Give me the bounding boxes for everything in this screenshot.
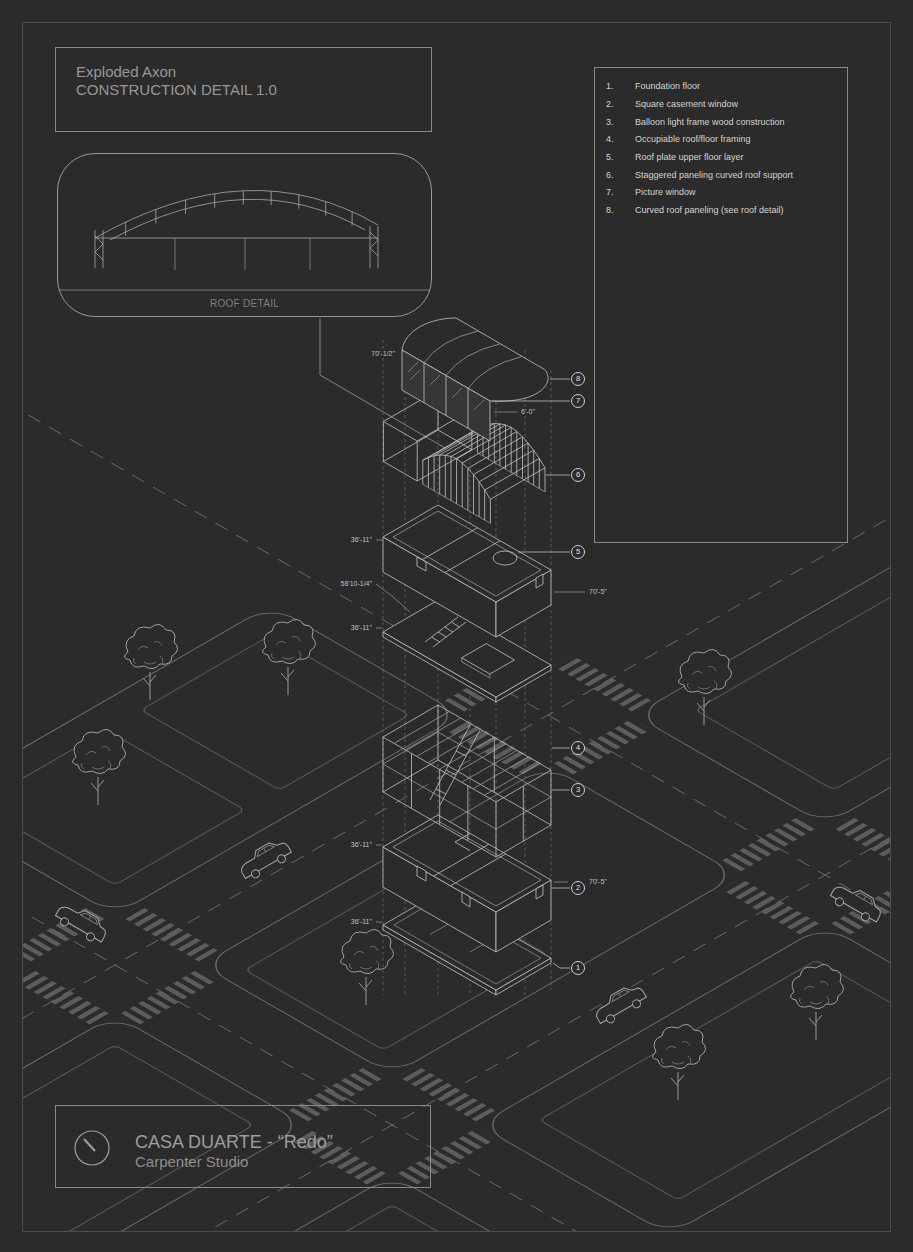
- trees: [72, 619, 843, 1100]
- dimension-label: 36'-11": [350, 624, 373, 632]
- project-logo: [75, 1131, 109, 1165]
- drawing-title-box: Exploded AxonCONSTRUCTION DETAIL 1.0: [55, 47, 432, 132]
- callout-number: 6: [576, 471, 580, 479]
- dimension-label: 36'-11": [350, 918, 373, 926]
- note-text: Foundation floor: [635, 81, 839, 92]
- site-context: [23, 23, 890, 1231]
- roof-detail-drawing: [59, 190, 430, 290]
- road-centre-lines: [23, 23, 890, 1231]
- note-text: Balloon light frame wood construction: [635, 117, 839, 128]
- dimension-label: 70'-5": [588, 588, 608, 596]
- callout-number: 1: [571, 961, 585, 975]
- note-number: 3.: [606, 117, 635, 128]
- studio-name: Carpenter Studio: [135, 1153, 248, 1171]
- callout-number: 6: [571, 468, 585, 482]
- note-text: Curved roof paneling (see roof detail): [635, 205, 839, 216]
- callout-number: 5: [576, 548, 580, 556]
- note-number: 2.: [606, 99, 635, 110]
- note-number: 1.: [606, 81, 635, 92]
- panel-label: ROOF DETAIL: [210, 298, 279, 310]
- dimension-label: 70'-1/2": [370, 350, 396, 358]
- picture-window-and-curved-roof: [402, 318, 548, 441]
- note-number: 6.: [606, 170, 635, 181]
- dimension-label: 70'-5": [588, 878, 608, 886]
- dimension-label: 6'-0": [520, 408, 536, 416]
- note-number: 5.: [606, 152, 635, 163]
- callout-number: 8: [576, 375, 580, 383]
- project-title-box: CASA DUARTE - “Redo”Carpenter Studio: [55, 1105, 431, 1188]
- drawing-subtitle: CONSTRUCTION DETAIL 1.0: [76, 81, 277, 99]
- balloon-frame: [383, 705, 551, 857]
- note-number: 4.: [606, 134, 635, 145]
- project-name: CASA DUARTE - “Redo”: [135, 1132, 333, 1153]
- note-text: Staggered paneling curved roof support: [635, 170, 839, 181]
- callout-number: 5: [571, 545, 585, 559]
- callout-number: 4: [576, 744, 580, 752]
- upper-floor: [383, 505, 551, 637]
- callout-leaders: [492, 379, 570, 968]
- block-lawns: [23, 390, 890, 1231]
- dimension-label: 36'-11": [350, 536, 373, 544]
- ground-floor: [383, 815, 551, 952]
- crosswalks: [23, 641, 890, 1199]
- street-grid: [23, 23, 890, 1231]
- note-text: Occupiable roof/floor framing: [635, 134, 839, 145]
- poster-frame: [23, 23, 891, 1232]
- drawing-title: Exploded Axon: [76, 63, 176, 81]
- key-notes-panel: 1.Foundation floor2.Square casement wind…: [594, 67, 848, 543]
- building-stack: [383, 318, 551, 995]
- roof-detail-panel: ROOF DETAIL: [57, 153, 432, 317]
- callout-number: 3: [571, 783, 585, 797]
- callout-number: 2: [571, 881, 585, 895]
- note-number: 7.: [606, 187, 635, 198]
- dimension-label: 36'-11": [350, 841, 373, 849]
- callout-number: 2: [576, 884, 580, 892]
- note-text: Picture window: [635, 187, 839, 198]
- callout-number: 4: [571, 741, 585, 755]
- dimension-leaders: [376, 412, 585, 922]
- dimension-label: 58'10-1/4": [340, 580, 373, 588]
- callout-number: 3: [576, 786, 580, 794]
- projection-lines: [383, 320, 551, 995]
- callout-number: 1: [576, 964, 580, 972]
- note-text: Roof plate upper floor layer: [635, 152, 839, 163]
- city-blocks: [23, 355, 890, 1231]
- note-number: 8.: [606, 205, 635, 216]
- note-text: Square casement window: [635, 99, 839, 110]
- callout-number: 8: [571, 372, 585, 386]
- callout-number: 7: [576, 397, 580, 405]
- callout-number: 7: [571, 394, 585, 408]
